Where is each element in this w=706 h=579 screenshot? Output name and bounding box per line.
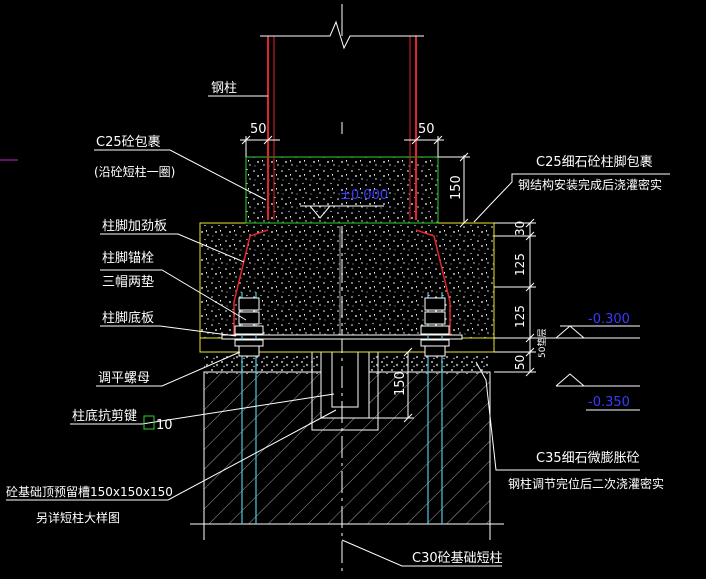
label-pocket-line2: 另详短柱大样图 [36,510,120,525]
shear-key-symbol [143,415,155,430]
label-c25-fine-line2: 钢结构安装完成后浇灌密实 [518,177,662,192]
anchor-bolts [234,292,450,524]
elevation-marker-0: ±0.000 [300,188,388,219]
dim-left-50: 50 [250,122,267,137]
label-c25-wrap-line1: C25砼包裹 [96,135,161,150]
dim-top-left-50: 50 [240,122,280,157]
label-base-plate: 柱脚底板 [102,310,154,326]
label-shear-key: 柱底抗剪键 [72,408,137,424]
label-leveling-nut: 调平螺母 [98,371,150,386]
label-c25-wrap-line2: (沿砼短柱一圈) [94,164,175,179]
elevation-0-text: ±0.000 [340,188,388,203]
dim-125-b: 125 [513,305,527,328]
dim-right-50: 50 [418,122,435,137]
dim-50: 50 [513,355,527,370]
dim-150-pocket: 150 [393,371,408,396]
elevation-1-text: -0.300 [588,312,630,327]
label-c35-grout-line2: 钢柱调节完位后二次浇灌密实 [508,476,664,491]
label-anchor-bolt: 柱脚锚栓 [102,250,154,266]
reserved-pocket [311,351,379,431]
dim-top-right-50: 50 [404,122,444,157]
dim-150-top: 150 [449,175,464,200]
label-c35-grout-line1: C35细石微膨胀砼 [536,451,640,466]
annotations: 钢柱 C25砼包裹 (沿砼短柱一圈) 柱脚加劲板 柱脚锚栓 三帽两垫 柱脚底板 … [6,81,664,566]
dim-vertical-right: 150 30 125 125 50垫层 50 [438,152,548,377]
dim-125-a: 125 [513,253,527,276]
elevation-marker-1: -0.300 [536,312,640,339]
label-double-nut: 三帽两垫 [102,274,154,290]
label-stiffener: 柱脚加劲板 [102,218,167,234]
elevation-2-text: -0.350 [588,395,630,410]
label-pocket-line1: 砼基础顶预留槽150x150x150 [6,485,173,499]
label-c30-pier: C30砼基础短柱 [412,551,503,566]
label-c25-fine-line1: C25细石砼柱脚包裹 [536,154,653,170]
base-plate [221,334,463,340]
label-steel-column: 钢柱 [211,81,237,96]
leader-lines [6,95,670,567]
stiffener-plates [233,229,451,338]
label-shear-key-size: 10 [156,418,173,433]
dim-pocket: 150 [369,347,414,423]
elevation-marker-2: -0.350 [555,373,640,411]
steel-column [260,4,424,575]
dim-grout-thk: 50垫层 [536,329,548,358]
dim-30: 30 [513,221,527,236]
